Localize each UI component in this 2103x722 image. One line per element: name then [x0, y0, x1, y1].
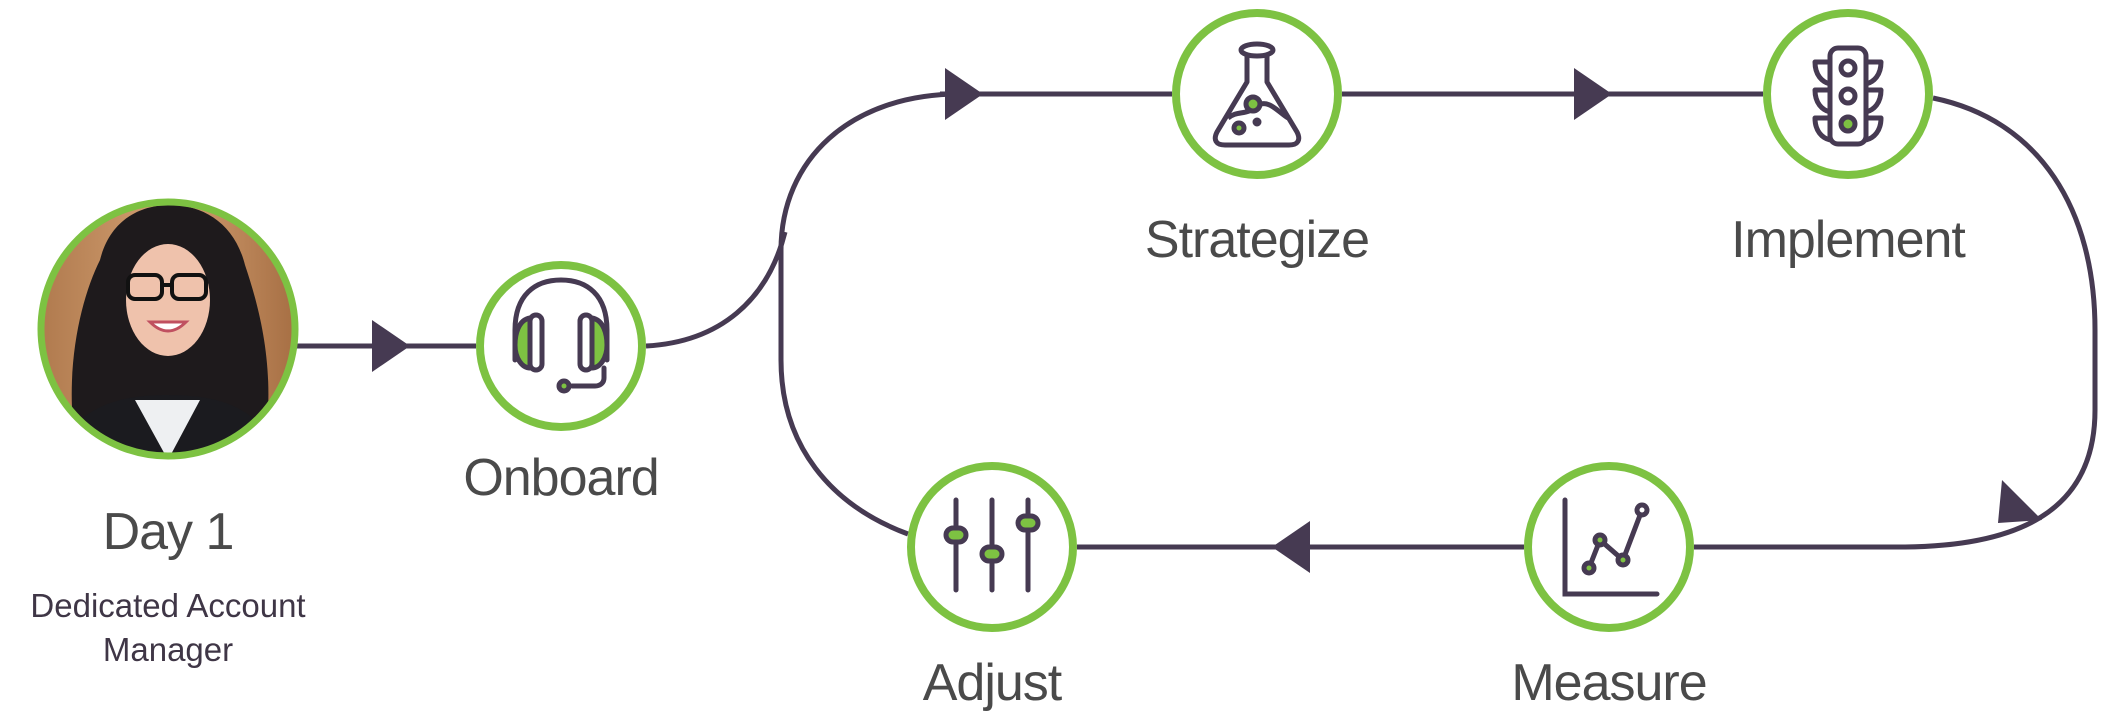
sliders-icon	[943, 497, 1041, 593]
loop-right-side	[1694, 95, 2098, 550]
arrow-left-icon	[1272, 521, 1310, 573]
step-measure-node	[1524, 462, 1694, 632]
start-subtitle-line2: Manager	[102, 631, 234, 668]
step-adjust-node	[907, 462, 1077, 632]
arrow-down-icon	[1998, 480, 2042, 523]
loop-left-side	[778, 91, 961, 537]
step-label-onboard: Onboard	[463, 449, 659, 507]
headset-icon	[512, 277, 610, 394]
step-label-strategize: Strategize	[1144, 211, 1370, 269]
arrow-right-icon	[945, 68, 983, 120]
start-subtitle: Dedicated Account Manager	[30, 584, 305, 672]
flask-icon	[1212, 41, 1302, 148]
arrow-right-icon	[372, 320, 410, 372]
step-onboard-node	[476, 261, 646, 431]
step-strategize-node	[1172, 9, 1342, 179]
account-manager-photo	[37, 198, 299, 460]
arrow-right-icon	[1574, 68, 1612, 120]
start-title: Day 1	[102, 503, 235, 561]
step-label-measure: Measure	[1511, 654, 1707, 712]
line-chart-icon	[1562, 497, 1660, 597]
step-label-implement: Implement	[1731, 211, 1966, 269]
connector-onboard-loop	[645, 231, 788, 349]
traffic-light-icon	[1812, 45, 1884, 147]
step-implement-node	[1763, 9, 1933, 179]
step-label-adjust: Adjust	[922, 654, 1063, 712]
start-subtitle-line1: Dedicated Account	[30, 587, 306, 624]
